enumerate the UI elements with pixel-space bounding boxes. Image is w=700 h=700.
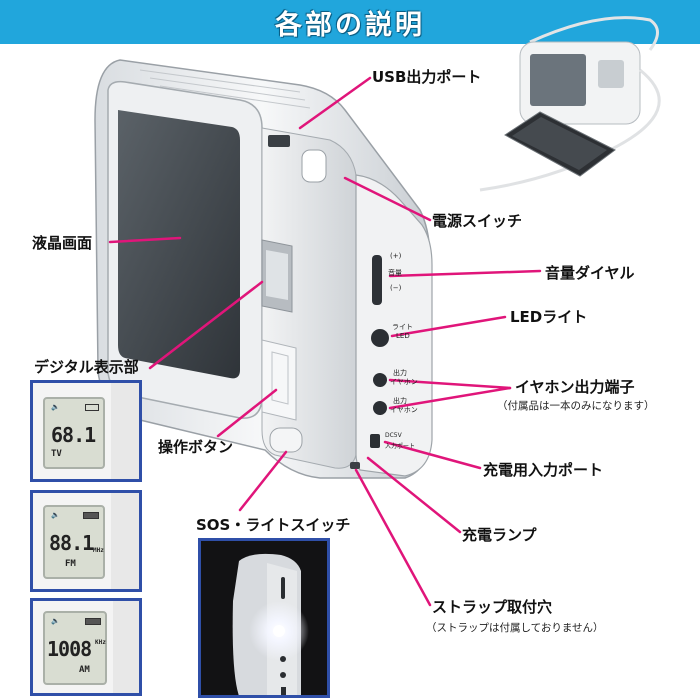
lcd-unit: MHz <box>93 547 104 554</box>
label-volume-dial: 音量ダイヤル <box>545 264 635 282</box>
speaker-icon: 🔈 <box>51 403 60 411</box>
label-earphone-jack: イヤホン出力端子 <box>515 378 635 396</box>
label-digital-display: デジタル表示部 <box>34 358 139 376</box>
lcd-inset-fm: 🔈 88.1 MHz FM <box>30 490 142 592</box>
page-title: 各部の説明 <box>275 9 425 41</box>
header-banner: 各部の説明 <box>0 0 700 44</box>
usb-port <box>268 135 290 147</box>
device-edge <box>111 493 139 589</box>
lcd-frequency: 1008 <box>47 637 92 661</box>
battery-icon <box>83 512 99 519</box>
device-edge <box>113 601 139 693</box>
device-print-volume-plus: (+) <box>390 252 402 260</box>
note-strap: （ストラップは付属しておりません） <box>426 622 604 634</box>
leader-power <box>343 176 432 222</box>
operation-buttons <box>261 339 297 421</box>
device-print-earphone1-b: イヤホン <box>390 378 418 386</box>
leader-digital <box>148 280 264 370</box>
lcd-panel: 🔈 1008 KHz AM <box>43 611 107 685</box>
leader-operation <box>216 388 278 438</box>
sos-photo-illustration <box>201 541 327 695</box>
device-body <box>94 59 431 479</box>
label-strap-hole: ストラップ取付穴 <box>432 598 553 616</box>
speaker-icon: 🔈 <box>51 511 60 519</box>
label-charge-lamp: 充電ランプ <box>462 526 537 544</box>
device-print-light: ライト <box>392 323 413 331</box>
leader-lcd <box>108 236 182 244</box>
volume-dial <box>372 255 382 305</box>
device-print-earphone1-a: 出力 <box>393 369 407 377</box>
sos-light-photo <box>198 538 330 698</box>
lcd-inset-am: 🔈 1008 KHz AM <box>30 598 142 696</box>
device-print-led: LED <box>396 332 410 340</box>
side-panel <box>261 127 357 469</box>
power-switch <box>301 149 327 183</box>
label-led-light: LEDライト <box>510 308 588 326</box>
leader-charge-lamp <box>366 456 462 534</box>
battery-icon <box>85 404 99 411</box>
strap-hole <box>350 462 360 469</box>
led-light <box>371 329 389 347</box>
device-print-volume-minus: (−) <box>390 284 402 292</box>
lcd-inset-tv: 🔈 68.1 TV <box>30 380 142 482</box>
lcd-frequency: 88.1 <box>49 531 94 555</box>
note-earphone: （付属品は一本のみになります） <box>497 400 655 412</box>
label-lcd-screen: 液晶画面 <box>32 234 93 252</box>
device-print-earphone2-b: イヤホン <box>390 406 418 414</box>
label-usb-port: USB出力ポート <box>372 68 482 86</box>
lcd-panel: 🔈 68.1 TV <box>43 397 105 469</box>
speaker-icon: 🔈 <box>51 617 60 625</box>
leader-strap <box>354 468 432 607</box>
leader-volume <box>388 269 542 278</box>
lcd-screen <box>118 110 240 379</box>
earphone-jack-1 <box>373 373 387 387</box>
lcd-band: FM <box>65 559 76 569</box>
label-power-switch: 電源スイッチ <box>432 212 523 230</box>
lcd-band: TV <box>51 449 62 459</box>
earphone-jack-2 <box>373 401 387 415</box>
device-print-volume: 音量 <box>388 269 402 277</box>
charge-port <box>370 434 380 448</box>
lcd-frequency: 68.1 <box>51 423 96 447</box>
sos-switch <box>269 427 303 453</box>
device-print-earphone2-a: 出力 <box>393 397 407 405</box>
device-print-dc-sub: 入力ポート <box>385 443 416 450</box>
lcd-band: AM <box>79 665 90 675</box>
leader-usb <box>298 76 372 130</box>
lcd-panel: 🔈 88.1 MHz FM <box>43 505 105 579</box>
label-sos-switch: SOS・ライトスイッチ <box>196 516 351 534</box>
leader-sos <box>238 450 288 512</box>
label-charge-input-port: 充電用入力ポート <box>483 461 604 479</box>
digital-window <box>261 239 293 313</box>
device-edge <box>111 383 139 479</box>
device-print-dc: DC5V <box>385 432 402 439</box>
battery-icon <box>85 618 101 625</box>
label-operation-button: 操作ボタン <box>158 438 234 456</box>
lcd-unit: KHz <box>95 639 106 646</box>
